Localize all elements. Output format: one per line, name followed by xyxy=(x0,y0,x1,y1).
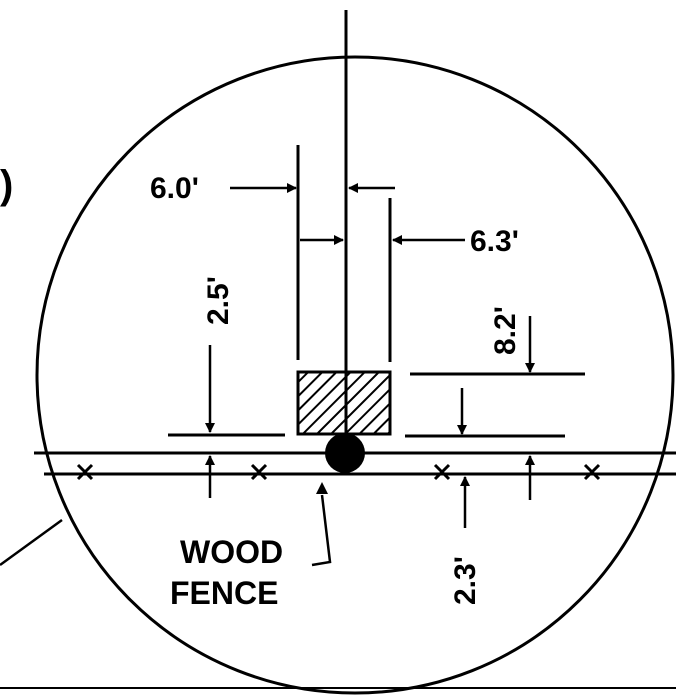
fence-label: FENCE xyxy=(170,575,278,611)
fence-post xyxy=(325,433,365,473)
wood-fence-leader-arrow xyxy=(316,482,328,494)
dim-2-3-label: 2.3' xyxy=(449,556,482,605)
dim-6-0-label: 6.0' xyxy=(150,172,199,205)
dim-8-2-label: 8.2' xyxy=(489,306,522,355)
hatched-structure xyxy=(296,370,392,436)
dim-6-3-label: 6.3' xyxy=(470,225,519,258)
fence-x-marks xyxy=(76,463,601,481)
leader-line xyxy=(0,518,63,567)
wood-fence-leader xyxy=(311,494,332,567)
dim-2-5-label: 2.5' xyxy=(202,276,235,325)
edge-partial-glyph: ) xyxy=(0,163,13,207)
detail-circle xyxy=(35,55,675,695)
wood-label: WOOD xyxy=(180,534,283,570)
